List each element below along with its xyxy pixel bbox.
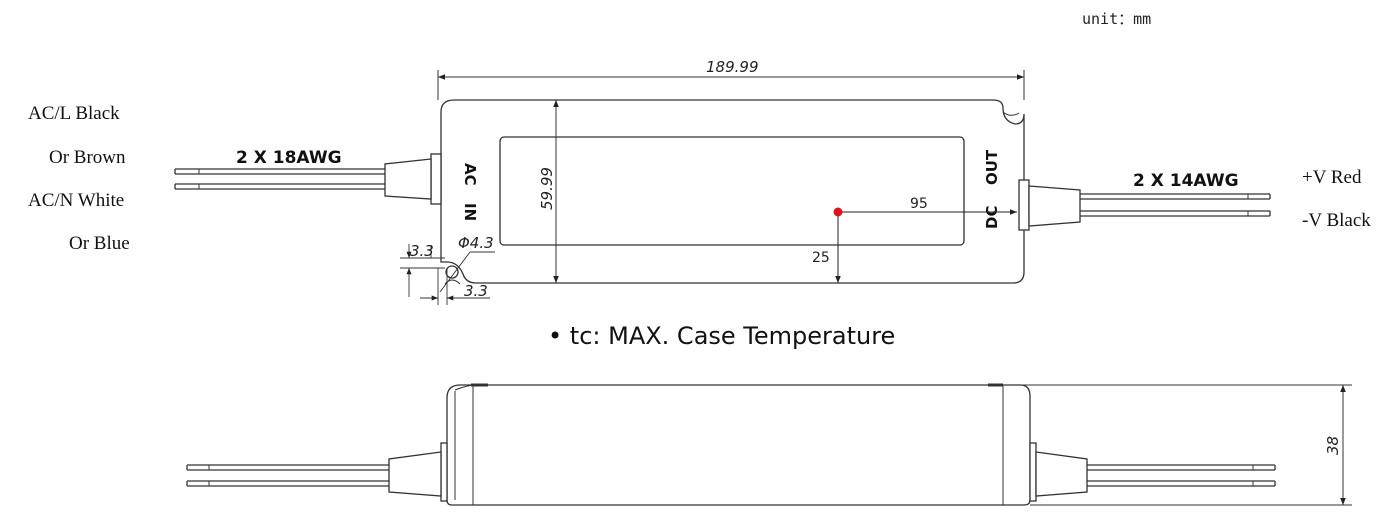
hole-offset-x-value: 3.3 — [464, 282, 488, 300]
output-wire-label-negative: -V Black — [1302, 210, 1371, 231]
input-wire-label-blue: Or Blue — [69, 233, 130, 254]
output-strain-relief — [1028, 185, 1081, 227]
hole-offset-y-value: 3.3 — [410, 242, 434, 260]
length-value: 189.99 — [706, 58, 759, 76]
input-cable — [174, 153, 442, 205]
case-outline-top — [440, 99, 1025, 284]
input-wire-label-acn: AC/N White — [28, 190, 125, 211]
width-value: 59.99 — [538, 167, 556, 210]
side-view — [446, 383, 1031, 506]
output-wire-gauge: 2 X 14AWG — [1133, 171, 1239, 191]
input-wire-label-acl: AC/L Black — [28, 103, 120, 124]
tc-y-value: 25 — [812, 250, 830, 266]
tc-point — [833, 207, 843, 217]
side-output-cable — [1029, 442, 1276, 502]
output-strain-relief-flange — [1018, 179, 1030, 231]
input-wire-gauge: 2 X 18AWG — [236, 148, 342, 168]
label-area — [499, 136, 965, 246]
hole-diameter-value: Φ4.3 — [458, 234, 494, 252]
case-marking-dc: DC — [983, 206, 1001, 229]
tc-dimensions — [835, 209, 1017, 283]
case-marking-out: OUT — [983, 149, 1001, 185]
hole-dimensions — [400, 244, 495, 305]
case-outline-side — [446, 384, 1031, 506]
unit-label: unit：mm — [1082, 10, 1152, 28]
height-value: 38 — [1324, 436, 1342, 455]
case-marking-ac: AC — [461, 163, 479, 186]
height-dimension — [1020, 384, 1352, 506]
input-wire-label-brown: Or Brown — [49, 147, 126, 168]
mounting-hole — [445, 265, 459, 279]
top-view — [440, 99, 1025, 285]
output-cable — [1018, 179, 1271, 231]
side-input-cable — [186, 442, 448, 502]
input-strain-relief-flange — [430, 153, 442, 205]
input-strain-relief — [384, 158, 432, 200]
tc-note: • tc: MAX. Case Temperature — [548, 322, 896, 350]
length-dimension — [437, 70, 1025, 100]
output-wire-label-positive: +V Red — [1302, 167, 1362, 188]
tc-x-value: 95 — [910, 196, 928, 212]
case-marking-in: IN — [461, 203, 479, 221]
corner-notch-top-right — [1002, 111, 1020, 116]
